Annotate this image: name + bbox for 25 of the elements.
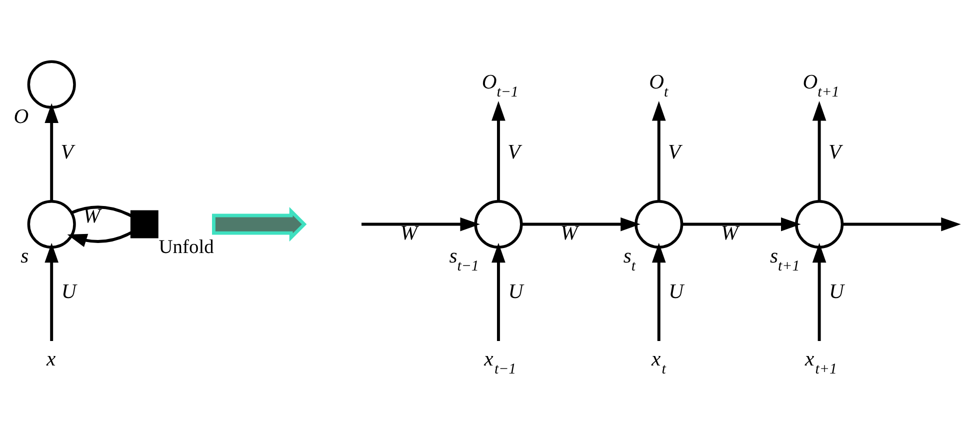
edge-label: V <box>60 140 74 163</box>
node-text: O$_{t−1}$ <box>482 70 518 100</box>
edge-label: U <box>508 280 524 303</box>
node-label: s$_{t−1}$ <box>449 245 479 274</box>
node-text: x$_{t}$ <box>651 348 666 378</box>
edge-label: U <box>668 280 684 303</box>
node-text: O$_{t}$ <box>649 70 668 100</box>
edge-label: V <box>668 140 681 163</box>
node-text: x$_{t−1}$ <box>484 348 516 378</box>
node-text: x$_{t+1}$ <box>804 348 837 378</box>
node-label: O <box>14 105 29 128</box>
node-label: s$_{t}$ <box>623 245 636 274</box>
edge-label: V <box>508 140 520 163</box>
edge-label: U <box>829 280 844 303</box>
node-label: s <box>20 245 29 268</box>
node-text: x <box>46 348 56 370</box>
edge-label: W <box>83 205 100 228</box>
node-label: s$_{t+1}$ <box>770 245 800 274</box>
edge-label: W <box>720 222 738 244</box>
edge-label: U <box>61 280 76 303</box>
edge-label: W <box>400 222 418 244</box>
edge-label: W <box>560 222 578 244</box>
node-label: Unfold <box>158 236 214 258</box>
edge-label: V <box>828 140 842 163</box>
node-text: O$_{t+1}$ <box>802 70 840 100</box>
